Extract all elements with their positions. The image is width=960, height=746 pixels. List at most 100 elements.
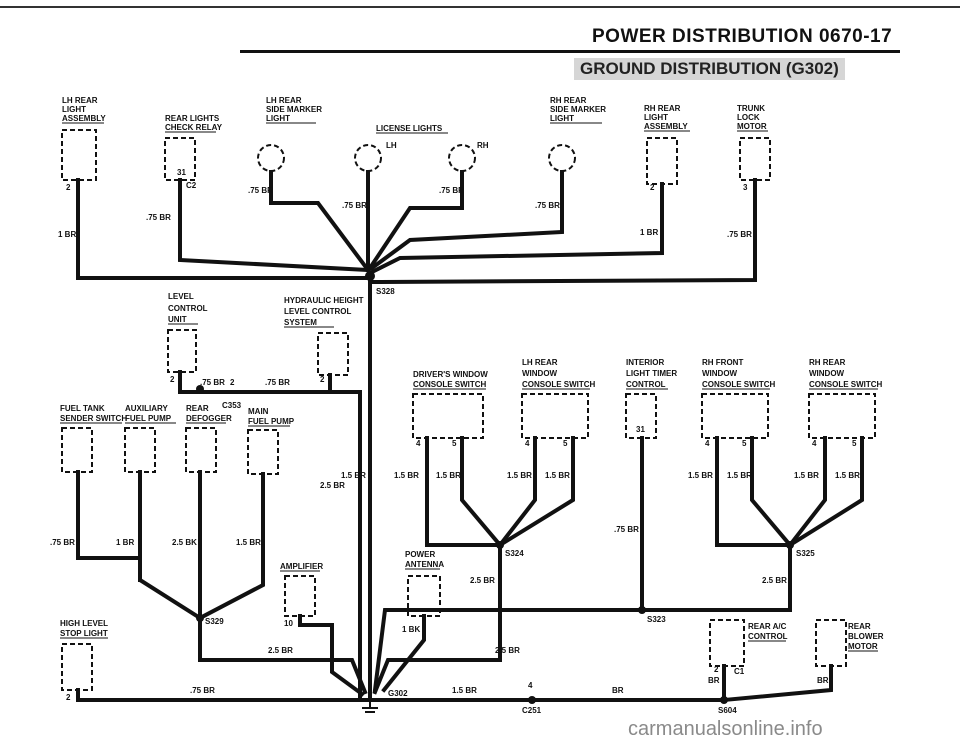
- svg-text:1 BR: 1 BR: [640, 228, 658, 237]
- svg-text:S604: S604: [718, 706, 737, 715]
- svg-text:.75 BR: .75 BR: [190, 686, 215, 695]
- box-trunk-lock: [739, 137, 771, 181]
- label-rear-lights-check-relay: REAR LIGHTS CHECK RELAY: [165, 114, 223, 132]
- label-rh-rear-side-marker: RH REAR SIDE MARKER LIGHT: [550, 96, 606, 123]
- svg-text:1.5 BR: 1.5 BR: [236, 538, 261, 547]
- watermark: carmanualsonline.info: [628, 718, 823, 740]
- wire-drivers-window-b: [460, 436, 503, 548]
- svg-text:MOTOR: MOTOR: [848, 642, 878, 651]
- svg-text:REAR LIGHTS: REAR LIGHTS: [165, 114, 220, 123]
- wire-drivers-window-a: [425, 436, 502, 547]
- svg-text:1.5 BR: 1.5 BR: [545, 471, 570, 480]
- svg-text:1.5 BR: 1.5 BR: [341, 471, 366, 480]
- svg-text:2: 2: [66, 183, 71, 192]
- wire-hydraulic: [328, 373, 362, 702]
- svg-text:.75 BR: .75 BR: [248, 186, 273, 195]
- svg-text:2.5 BR: 2.5 BR: [495, 646, 520, 655]
- svg-text:SIDE MARKER: SIDE MARKER: [266, 105, 322, 114]
- box-drivers-window: [412, 393, 484, 439]
- svg-text:BR: BR: [708, 676, 720, 685]
- pin-numbers: 2 31 2 3 2 2 2 4 5 4 5 31 4 5 4 5 10 2 2…: [66, 168, 857, 702]
- top-rule: [0, 6, 960, 8]
- wire-lh-side-marker: [269, 170, 371, 273]
- svg-text:RH REAR: RH REAR: [644, 104, 681, 113]
- dot-c251: [528, 696, 536, 704]
- svg-text:LH: LH: [386, 141, 397, 150]
- svg-text:G302: G302: [388, 689, 408, 698]
- svg-text:.75 BR: .75 BR: [439, 186, 464, 195]
- box-lh-rear-light: [61, 129, 97, 181]
- wire-rh-front-b: [750, 436, 793, 548]
- svg-text:2: 2: [66, 693, 71, 702]
- wire-rh-rear-light: [369, 182, 664, 275]
- box-fuel-tank-sender: [61, 427, 93, 473]
- svg-text:2.5 BR: 2.5 BR: [470, 576, 495, 585]
- wire-lh-rear-window-b: [497, 436, 575, 548]
- label-lh-rear-light: LH REAR LIGHT ASSEMBLY: [62, 96, 106, 123]
- svg-text:FUEL PUMP: FUEL PUMP: [125, 414, 172, 423]
- svg-text:1.5 BR: 1.5 BR: [835, 471, 860, 480]
- svg-text:ASSEMBLY: ASSEMBLY: [644, 122, 688, 131]
- svg-text:CONTROL: CONTROL: [748, 632, 788, 641]
- label-level-control-unit: LEVEL CONTROL UNIT: [168, 292, 208, 324]
- wire-antenna: [381, 614, 426, 693]
- svg-text:C2: C2: [186, 181, 197, 190]
- dot-s324: [496, 541, 504, 549]
- splice-dots: [196, 271, 794, 704]
- svg-text:C353: C353: [222, 401, 242, 410]
- dot-s604: [720, 696, 728, 704]
- svg-text:S329: S329: [205, 617, 224, 626]
- svg-text:.75 BR: .75 BR: [342, 201, 367, 210]
- svg-text:UNIT: UNIT: [168, 315, 187, 324]
- svg-text:31: 31: [177, 168, 186, 177]
- svg-text:POWER: POWER: [405, 550, 435, 559]
- svg-text:.75 BR: .75 BR: [200, 378, 225, 387]
- svg-text:SENDER SWITCH: SENDER SWITCH: [60, 414, 127, 423]
- wire-s325: [372, 543, 792, 693]
- svg-text:RH REAR: RH REAR: [550, 96, 587, 105]
- dot-s328: [365, 271, 375, 281]
- label-rear-defogger: REAR DEFOGGER: [186, 404, 232, 423]
- svg-text:LIGHT: LIGHT: [550, 114, 574, 123]
- ground-symbol-g302: [362, 700, 378, 713]
- bulb-license-rh: [448, 144, 476, 172]
- label-rear-blower-motor: REAR BLOWER MOTOR: [848, 622, 884, 651]
- title-rule: [240, 50, 900, 53]
- svg-text:HIGH LEVEL: HIGH LEVEL: [60, 619, 108, 628]
- svg-text:5: 5: [742, 439, 747, 448]
- wire-rh-side-marker: [369, 170, 564, 271]
- wire-s324: [372, 543, 502, 695]
- svg-text:5: 5: [452, 439, 457, 448]
- svg-text:DEFOGGER: DEFOGGER: [186, 414, 232, 423]
- box-high-level-stop-light: [61, 643, 93, 691]
- label-rear-ac-control: REAR A/C CONTROL: [748, 622, 788, 641]
- dot-s329: [196, 614, 204, 622]
- svg-text:4: 4: [528, 681, 533, 690]
- wire-amplifier: [298, 614, 365, 697]
- svg-text:DRIVER'S WINDOW: DRIVER'S WINDOW: [413, 370, 488, 379]
- svg-text:LIGHT TIMER: LIGHT TIMER: [626, 369, 677, 378]
- svg-text:LIGHT: LIGHT: [266, 114, 290, 123]
- dot-c353: [196, 385, 204, 393]
- label-underlines: [60, 122, 878, 652]
- svg-text:1.5 BR: 1.5 BR: [436, 471, 461, 480]
- svg-text:SYSTEM: SYSTEM: [284, 318, 317, 327]
- label-amplifier: AMPLIFIER: [280, 562, 323, 571]
- svg-text:CONSOLE SWITCH: CONSOLE SWITCH: [413, 380, 487, 389]
- splice-labels: S328 S329 S324 S325 S323 S604 G302 C251 …: [186, 181, 815, 715]
- svg-text:LEVEL CONTROL: LEVEL CONTROL: [284, 307, 352, 316]
- svg-text:REAR: REAR: [848, 622, 871, 631]
- svg-text:RH FRONT: RH FRONT: [702, 358, 743, 367]
- page-subtitle: GROUND DISTRIBUTION (G302): [574, 58, 845, 80]
- svg-text:WINDOW: WINDOW: [522, 369, 558, 378]
- svg-text:1 BK: 1 BK: [402, 625, 420, 634]
- svg-text:C1: C1: [734, 667, 745, 676]
- label-trunk-lock-motor: TRUNK LOCK MOTOR: [737, 104, 767, 131]
- svg-text:2.5 BR: 2.5 BR: [762, 576, 787, 585]
- svg-text:INTERIOR: INTERIOR: [626, 358, 664, 367]
- svg-text:.75 BR: .75 BR: [50, 538, 75, 547]
- label-lh-rear-side-marker: LH REAR SIDE MARKER LIGHT: [266, 96, 322, 123]
- svg-text:BR: BR: [817, 676, 829, 685]
- svg-text:REAR A/C: REAR A/C: [748, 622, 787, 631]
